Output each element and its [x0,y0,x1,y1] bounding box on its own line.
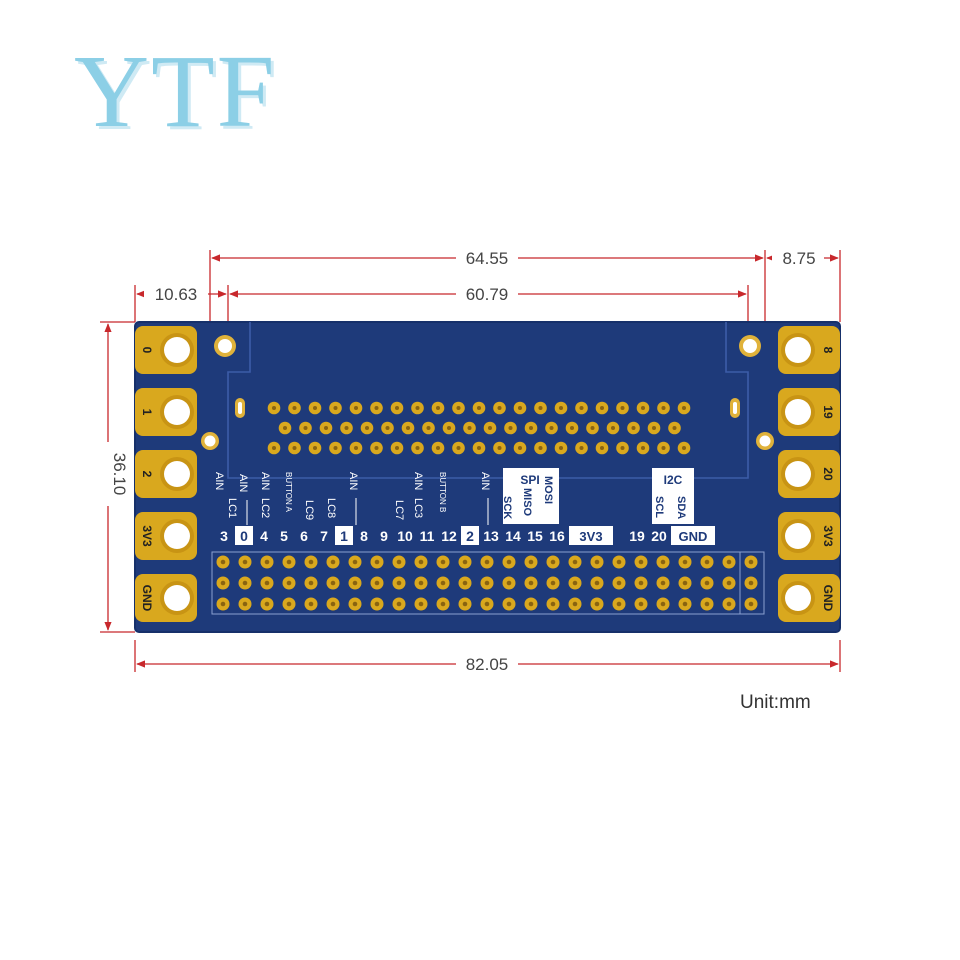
mounting-holes [201,335,774,450]
edge-pad-right-2: 20 [778,450,840,498]
dim-left-offset: 10.63 [155,285,198,304]
edge-pad-right-3: 3V3 [778,512,840,560]
label-lc2: LC2 [259,498,271,518]
pin-number-label: 19 [629,528,645,544]
edge-pad-label: 20 [821,467,835,481]
pin-number-label: 0 [240,528,248,544]
label-button-b: BUTTON B [438,472,447,512]
label-sck: SCK [501,496,513,519]
pin-number-label: 4 [260,528,268,544]
pin-function-labels: AIN LC1 AIN AIN LC2 BUTTON A LC9 LC8 AIN… [213,472,491,525]
dim-height: 36.10 [110,453,129,496]
edge-pad-label: GND [821,585,835,612]
label-lc8: LC8 [325,498,337,518]
pin-number-label: 11 [420,528,435,544]
edge-pad-label: 3V3 [140,525,154,547]
spi-label-box: SPI SCK MISO MOSI [501,468,559,524]
label-sda: SDA [675,496,687,519]
pin-number-label: 6 [300,528,308,544]
socket-pad-grid [267,401,691,455]
pin-number-label: 7 [320,528,328,544]
label-ain-1: AIN [347,472,359,490]
unit-label: Unit:mm [740,692,811,713]
i2c-label-box: I2C SCL SDA [652,468,694,524]
edge-pad-right-4: GND [778,574,840,622]
label-lc3: LC3 [412,498,424,518]
label-mosi: MOSI [542,476,554,504]
pin-highlight [461,526,479,545]
header-pin-rows [211,551,765,615]
pcb-board [135,322,840,632]
label-ain-2: AIN [479,472,491,490]
edge-connector-outline [227,322,749,479]
edge-pad-right-0: 8 [778,326,840,374]
pin-number-label: 8 [360,528,368,544]
label-scl: SCL [653,496,665,518]
label-lc1: LC1 [226,498,238,518]
pin-number-label: 5 [280,528,288,544]
label-lc9: LC9 [303,500,315,520]
pin-number-label: 9 [380,528,388,544]
edge-pad-label: 8 [821,347,835,354]
label-ain-10: AIN [412,472,424,490]
edge-pad-left-0: 0 [135,326,197,374]
edge-pad-label: 3V3 [821,525,835,547]
label-spi: SPI [520,473,539,487]
dim-right-offset: 8.75 [782,249,815,268]
pin-highlight [235,526,253,545]
pin-number-label: 3V3 [579,529,602,544]
edge-pad-left-3: 3V3 [135,512,197,560]
label-i2c: I2C [664,473,683,487]
edge-pad-left-4: GND [135,574,197,622]
edge-pad-label: 0 [140,347,154,354]
edge-pad-label: 2 [140,471,154,478]
pin-number-label: 10 [397,528,413,544]
dim-inner-span: 60.79 [466,285,509,304]
pin-number-label: 15 [527,528,543,544]
label-lc7: LC7 [393,500,405,520]
pin-number-label: 3 [220,528,228,544]
pin-highlight [335,526,353,545]
edge-pad-label: 1 [140,409,154,416]
pin-number-label: 20 [651,528,667,544]
label-button-a: BUTTON A [284,472,293,513]
dim-top-span: 64.55 [466,249,509,268]
dim-total-width: 82.05 [466,655,509,674]
label-ain-3: AIN [213,472,225,490]
label-ain-4: AIN [259,472,271,490]
edge-pad-left-1: 1 [135,388,197,436]
pin-highlight [569,526,613,545]
pin-number-label: 2 [466,528,474,544]
pin-number-label: 13 [483,528,499,544]
pin-highlight [671,526,715,545]
edge-pad-right-1: 19 [778,388,840,436]
pin-number-label: 16 [549,528,565,544]
pin-number-label: 14 [505,528,521,544]
brand-logo: YTF [74,34,277,149]
label-miso: MISO [521,488,533,517]
pin-number-label: 12 [441,528,457,544]
label-ain-0: AIN [237,474,249,492]
pin-number-label: GND [679,529,708,544]
edge-pad-left-2: 2 [135,450,197,498]
edge-pad-label: GND [140,585,154,612]
pin-number-label: 1 [340,528,348,544]
edge-pad-label: 19 [821,405,835,419]
